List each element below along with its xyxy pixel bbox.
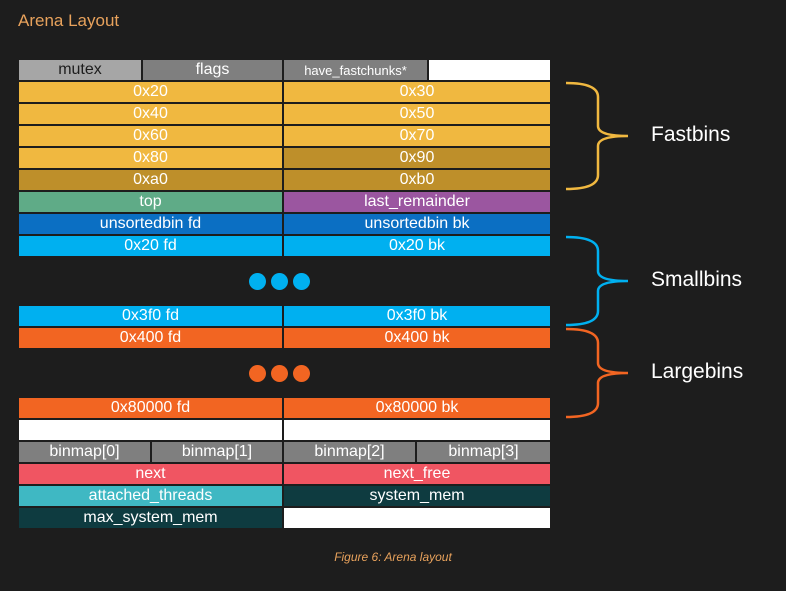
arena-field-cell: next_free <box>283 463 551 485</box>
ellipsis-dot <box>293 364 310 382</box>
brace-label: Smallbins <box>651 268 743 291</box>
ellipsis-dot <box>293 272 310 290</box>
arena-field-cell <box>283 419 551 441</box>
arena-field-cell: 0x80000 fd <box>18 397 283 419</box>
arena-field-cell <box>283 507 551 529</box>
curly-brace <box>565 327 629 419</box>
arena-field-cell: binmap[0] <box>18 441 151 463</box>
curly-brace <box>565 235 629 327</box>
brace-label: Fastbins <box>651 123 731 146</box>
ellipsis-dots <box>249 272 310 290</box>
arena-field-cell: flags <box>142 59 283 81</box>
arena-field-cell: mutex <box>18 59 142 81</box>
arena-field-cell: 0x90 <box>283 147 551 169</box>
arena-field-cell: 0x20 fd <box>18 235 283 257</box>
ellipsis-dots <box>249 364 310 382</box>
arena-field-cell: 0xb0 <box>283 169 551 191</box>
arena-field-cell <box>18 419 283 441</box>
arena-field-cell <box>428 59 551 81</box>
diagram-title: Arena Layout <box>18 11 120 30</box>
arena-field-cell: system_mem <box>283 485 551 507</box>
arena-field-cell: 0x400 bk <box>283 327 551 349</box>
curly-brace <box>565 81 629 191</box>
arena-field-cell: 0x60 <box>18 125 283 147</box>
arena-field-cell: binmap[2] <box>283 441 416 463</box>
arena-field-cell: binmap[1] <box>151 441 283 463</box>
arena-field-cell: next <box>18 463 283 485</box>
arena-field-cell: 0x30 <box>283 81 551 103</box>
arena-field-cell: unsortedbin bk <box>283 213 551 235</box>
arena-field-cell: have_fastchunks* <box>283 59 428 81</box>
figure-caption: Figure 6: Arena layout <box>334 550 452 564</box>
ellipsis-dot <box>271 364 288 382</box>
arena-field-cell: 0x80000 bk <box>283 397 551 419</box>
arena-field-cell: binmap[3] <box>416 441 551 463</box>
arena-field-cell: 0x50 <box>283 103 551 125</box>
arena-field-cell: 0x400 fd <box>18 327 283 349</box>
arena-field-cell: 0x20 <box>18 81 283 103</box>
arena-field-cell: last_remainder <box>283 191 551 213</box>
ellipsis-dot <box>271 272 288 290</box>
ellipsis-dot <box>249 272 266 290</box>
arena-field-cell: 0xa0 <box>18 169 283 191</box>
brace-label: Largebins <box>651 360 744 383</box>
arena-field-cell: top <box>18 191 283 213</box>
arena-field-cell: 0x40 <box>18 103 283 125</box>
ellipsis-dot <box>249 364 266 382</box>
arena-field-cell: 0x80 <box>18 147 283 169</box>
arena-field-cell: 0x3f0 fd <box>18 305 283 327</box>
arena-field-cell: max_system_mem <box>18 507 283 529</box>
arena-field-cell: unsortedbin fd <box>18 213 283 235</box>
arena-field-cell: 0x70 <box>283 125 551 147</box>
arena-field-cell: 0x3f0 bk <box>283 305 551 327</box>
arena-field-cell: 0x20 bk <box>283 235 551 257</box>
arena-field-cell: attached_threads <box>18 485 283 507</box>
